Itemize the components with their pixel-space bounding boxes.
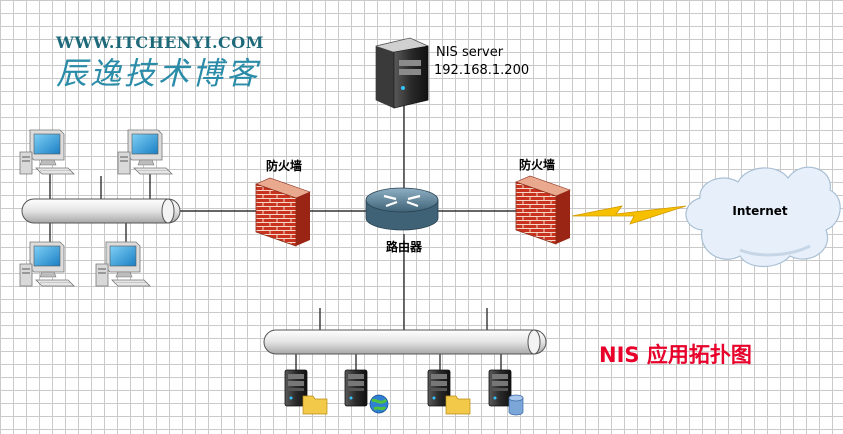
internet-label: Internet <box>732 204 787 218</box>
internet-cloud-icon <box>685 166 841 267</box>
web-server-icon <box>344 369 389 414</box>
nis-server-icon <box>375 37 429 109</box>
nis-server-ip: 192.168.1.200 <box>434 63 529 78</box>
right-firewall-label: 防火墙 <box>519 157 555 172</box>
file-server-icon <box>427 369 471 415</box>
watermark-url: WWW.ITCHENYI.COM <box>55 33 264 52</box>
network-links <box>49 102 518 372</box>
workstation-icon <box>117 129 173 175</box>
diagram-title: NIS 应用拓扑图 <box>599 343 752 367</box>
server-network-bus <box>263 329 547 355</box>
router-label: 路由器 <box>386 239 423 254</box>
workstation-icon <box>19 241 75 287</box>
database-server-icon <box>488 369 524 416</box>
workstation-icon <box>19 129 75 175</box>
left-firewall-label: 防火墙 <box>266 158 302 173</box>
right-firewall-icon <box>515 175 571 245</box>
lightning-bolt-icon <box>571 205 687 225</box>
watermark-name: 辰逸技术博客 <box>56 56 261 92</box>
left-firewall-icon <box>255 177 311 247</box>
router-icon <box>365 187 439 231</box>
file-server-icon <box>284 369 328 415</box>
top-left-network-bus <box>21 198 181 224</box>
nis-server-name: NIS server <box>436 45 504 60</box>
workstation-icon <box>95 241 151 287</box>
